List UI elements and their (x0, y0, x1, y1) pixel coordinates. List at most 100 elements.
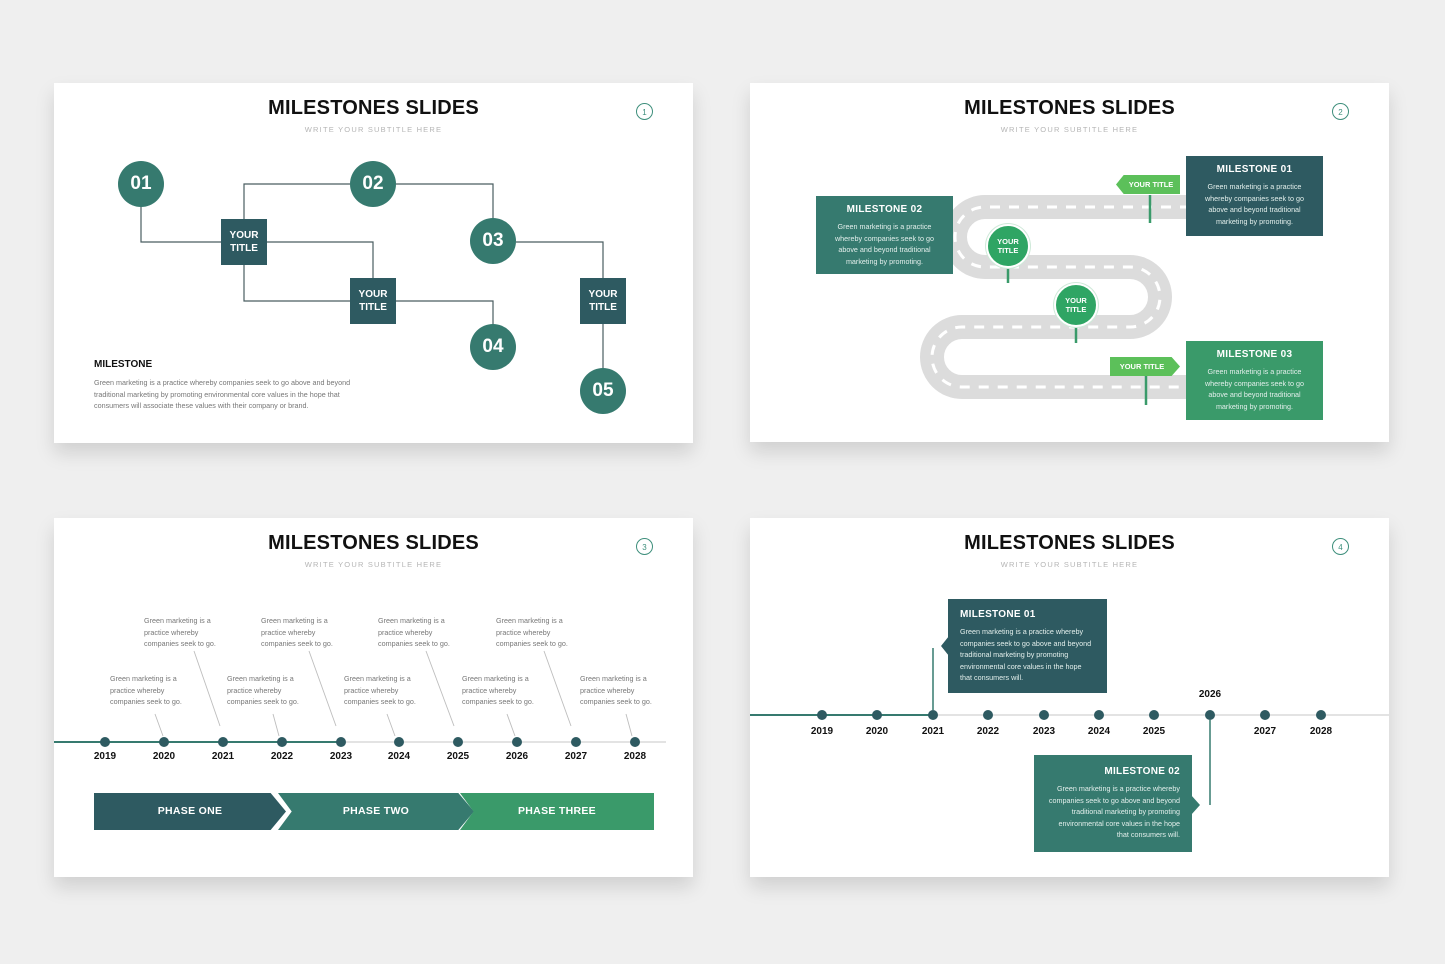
timeline-dot[interactable] (817, 710, 827, 720)
milestone-node-02[interactable]: 02 (350, 161, 396, 207)
timeline-dot[interactable] (1039, 710, 1049, 720)
slide-title: MILESTONES SLIDES (268, 532, 479, 554)
title-box-line: YOUR (358, 289, 388, 300)
milestone-01-card[interactable]: MILESTONE 01 Green marketing is a practi… (948, 599, 1107, 693)
flag-sign[interactable]: YOUR TITLE (1110, 357, 1180, 376)
slide-subtitle: WRITE YOUR SUBTITLE HERE (304, 125, 443, 134)
milestone-02-heading: MILESTONE 02 (846, 204, 923, 215)
slide-4[interactable]: MILESTONES SLIDES WRITE YOUR SUBTITLE HE… (750, 518, 1389, 877)
title-box[interactable]: YOUR TITLE (350, 278, 396, 324)
year-label: 2024 (1087, 726, 1111, 737)
note-line: companies seek to go. (110, 697, 182, 706)
timeline-dot[interactable] (159, 737, 169, 747)
year-label: 2023 (329, 751, 353, 762)
year-label: 2025 (446, 751, 470, 762)
milestone-01-heading: MILESTONE 01 (960, 609, 1036, 620)
timeline-dot[interactable] (1205, 710, 1215, 720)
timeline-dot[interactable] (218, 737, 228, 747)
timeline-dot[interactable] (512, 737, 522, 747)
timeline-dot[interactable] (983, 710, 993, 720)
timeline-dot[interactable] (394, 737, 404, 747)
milestone-03-text: Green marketing is a practice whereby co… (1204, 367, 1305, 411)
slide-subtitle: WRITE YOUR SUBTITLE HERE (1000, 560, 1139, 569)
slide-subtitle: WRITE YOUR SUBTITLE HERE (304, 560, 443, 569)
milestone-02-heading: MILESTONE 02 (1104, 766, 1180, 777)
milestone-node-01[interactable]: 01 (118, 161, 164, 207)
year-label: 2028 (623, 751, 647, 762)
slide-2[interactable]: MILESTONES SLIDES WRITE YOUR SUBTITLE HE… (750, 83, 1389, 442)
callout-pointer (1191, 795, 1200, 815)
timeline-dot[interactable] (872, 710, 882, 720)
timeline-dot[interactable] (277, 737, 287, 747)
timeline-dot[interactable] (928, 710, 938, 720)
milestone-03-card[interactable]: MILESTONE 03 Green marketing is a practi… (1186, 341, 1323, 420)
flag-sign[interactable]: YOUR TITLE (1116, 175, 1180, 194)
milestone-03-heading: MILESTONE 03 (1216, 349, 1293, 360)
timeline-dot[interactable] (453, 737, 463, 747)
timeline-dot[interactable] (630, 737, 640, 747)
slide-3[interactable]: MILESTONES SLIDES WRITE YOUR SUBTITLE HE… (54, 518, 693, 877)
slide-title: MILESTONES SLIDES (268, 97, 479, 119)
note-line: companies seek to go. (144, 639, 216, 648)
timeline-dot[interactable] (1316, 710, 1326, 720)
year-label: 2028 (1309, 726, 1333, 737)
note-line: Green marketing is a (227, 674, 294, 683)
slide-title: MILESTONES SLIDES (964, 532, 1175, 554)
pin-label: TITLE (997, 246, 1019, 255)
year-label: 2026 (505, 751, 529, 762)
year-label: 2025 (1142, 726, 1166, 737)
callout-pointer (941, 636, 949, 656)
phase-two-arrow[interactable]: PHASE TWO (278, 793, 474, 830)
title-box-line: YOUR (588, 289, 618, 300)
page-number: 2 (1332, 103, 1349, 120)
slide-title: MILESTONES SLIDES (964, 97, 1175, 119)
note-line: companies seek to go. (261, 639, 333, 648)
year-label: 2019 (93, 751, 117, 762)
timeline-dot[interactable] (1094, 710, 1104, 720)
title-box-line: TITLE (589, 302, 617, 313)
pin-label: YOUR (1065, 296, 1087, 305)
note-line: companies seek to go. (344, 697, 416, 706)
title-box-line: TITLE (359, 302, 387, 313)
note-line: Green marketing is a (144, 616, 211, 625)
timeline-dot[interactable] (100, 737, 110, 747)
page-number: 3 (636, 538, 653, 555)
note-line: Green marketing is a (580, 674, 647, 683)
timeline-dot[interactable] (1149, 710, 1159, 720)
year-label: 2024 (387, 751, 411, 762)
slide-1[interactable]: MILESTONES SLIDES WRITE YOUR SUBTITLE HE… (54, 83, 693, 443)
phase-one-arrow[interactable]: PHASE ONE (94, 793, 286, 830)
note-line: Green marketing is a (496, 616, 563, 625)
milestone-node-05[interactable]: 05 (580, 368, 626, 414)
year-label: 2027 (1253, 726, 1277, 737)
slide-subtitle: WRITE YOUR SUBTITLE HERE (1000, 125, 1139, 134)
milestone-node-03[interactable]: 03 (470, 218, 516, 264)
note-line: practice whereby (462, 685, 517, 695)
milestone-02-card[interactable]: MILESTONE 02 Green marketing is a practi… (1034, 755, 1192, 852)
year-label: 2027 (564, 751, 588, 762)
note-line: practice whereby (261, 627, 316, 637)
milestone-01-card[interactable]: MILESTONE 01 Green marketing is a practi… (1186, 156, 1323, 236)
note-line: Green marketing is a (378, 616, 445, 625)
note-line: practice whereby (110, 685, 165, 695)
timeline-dot[interactable] (571, 737, 581, 747)
milestone-02-card[interactable]: MILESTONE 02 Green marketing is a practi… (816, 196, 953, 274)
year-label: 2020 (865, 726, 889, 737)
year-label-highlight: 2026 (1198, 689, 1222, 700)
timeline-dot[interactable] (1260, 710, 1270, 720)
title-box[interactable]: YOUR TITLE (580, 278, 626, 324)
note-line: practice whereby (496, 627, 551, 637)
year-label: 2021 (921, 726, 945, 737)
note-line: companies seek to go. (580, 697, 652, 706)
timeline-dot[interactable] (336, 737, 346, 747)
year-label: 2020 (152, 751, 176, 762)
phase-three-arrow[interactable]: PHASE THREE (460, 793, 654, 830)
title-box-line: TITLE (230, 243, 258, 254)
milestone-description: Green marketing is a practice whereby co… (94, 378, 351, 410)
milestone-node-04[interactable]: 04 (470, 324, 516, 370)
note-line: practice whereby (144, 627, 199, 637)
